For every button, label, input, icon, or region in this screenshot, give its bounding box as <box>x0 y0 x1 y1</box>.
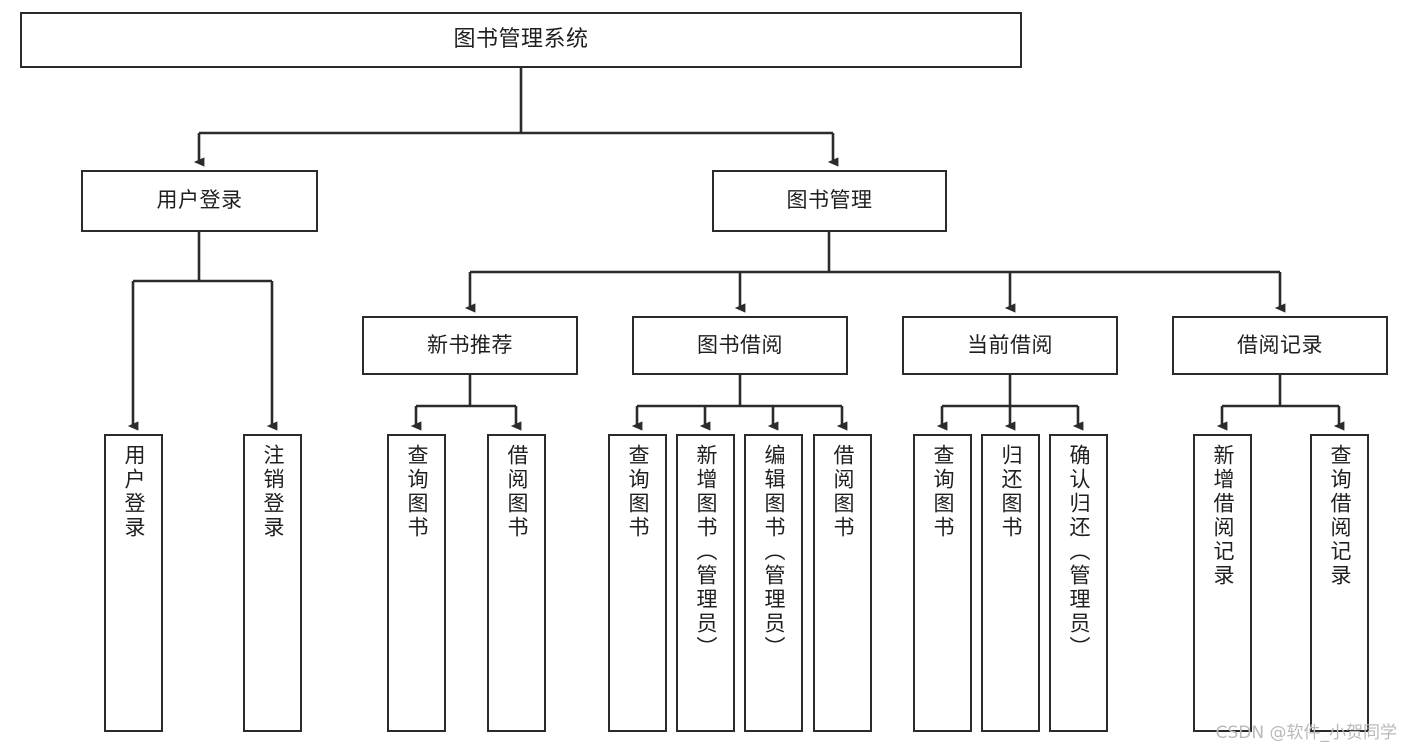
leaf-user-login[interactable]: 用户登录 <box>104 434 163 732</box>
leaf-add-record[interactable]: 新增借阅记录 <box>1193 434 1252 732</box>
leaf-logout-login[interactable]: 注销登录 <box>243 434 302 732</box>
leaf-borrow-book-2[interactable]: 借阅图书 <box>813 434 872 732</box>
node-borrow-record[interactable]: 借阅记录 <box>1172 316 1388 375</box>
leaf-query-book-1-label: 查询图书 <box>405 444 429 540</box>
node-book-management-label: 图书管理 <box>786 188 873 213</box>
leaf-query-book-2-label: 查询图书 <box>626 444 650 540</box>
node-book-borrow-label: 图书借阅 <box>697 332 783 357</box>
node-new-book-recommend[interactable]: 新书推荐 <box>362 316 578 375</box>
leaf-return-book[interactable]: 归还图书 <box>981 434 1040 732</box>
node-new-book-recommend-label: 新书推荐 <box>427 332 513 357</box>
leaf-query-book-2[interactable]: 查询图书 <box>608 434 667 732</box>
leaf-logout-login-label: 注销登录 <box>261 444 285 540</box>
leaf-query-book-3[interactable]: 查询图书 <box>913 434 972 732</box>
node-user-login-label: 用户登录 <box>156 188 243 213</box>
leaf-confirm-return[interactable]: 确认归还（管理员） <box>1049 434 1108 732</box>
node-root[interactable]: 图书管理系统 <box>20 12 1022 68</box>
node-user-login[interactable]: 用户登录 <box>81 170 318 232</box>
leaf-query-record-label: 查询借阅记录 <box>1328 444 1352 588</box>
leaf-query-record[interactable]: 查询借阅记录 <box>1310 434 1369 732</box>
leaf-return-book-label: 归还图书 <box>999 444 1023 540</box>
node-current-borrow[interactable]: 当前借阅 <box>902 316 1118 375</box>
leaf-add-book-label: 新增图书（管理员） <box>694 444 718 660</box>
leaf-user-login-label: 用户登录 <box>122 444 146 540</box>
leaf-add-record-label: 新增借阅记录 <box>1211 444 1235 588</box>
leaf-borrow-book-2-label: 借阅图书 <box>831 444 855 540</box>
leaf-borrow-book-1[interactable]: 借阅图书 <box>487 434 546 732</box>
leaf-borrow-book-1-label: 借阅图书 <box>505 444 529 540</box>
watermark: CSDN @软件_小贺同学 <box>1215 723 1397 743</box>
node-borrow-record-label: 借阅记录 <box>1237 332 1323 357</box>
node-current-borrow-label: 当前借阅 <box>967 332 1053 357</box>
leaf-edit-book[interactable]: 编辑图书（管理员） <box>744 434 803 732</box>
node-root-label: 图书管理系统 <box>453 26 589 52</box>
node-book-borrow[interactable]: 图书借阅 <box>632 316 848 375</box>
leaf-add-book[interactable]: 新增图书（管理员） <box>676 434 735 732</box>
leaf-confirm-return-label: 确认归还（管理员） <box>1067 444 1091 660</box>
node-book-management[interactable]: 图书管理 <box>712 170 947 232</box>
leaf-edit-book-label: 编辑图书（管理员） <box>762 444 786 660</box>
leaf-query-book-1[interactable]: 查询图书 <box>387 434 446 732</box>
leaf-query-book-3-label: 查询图书 <box>931 444 955 540</box>
